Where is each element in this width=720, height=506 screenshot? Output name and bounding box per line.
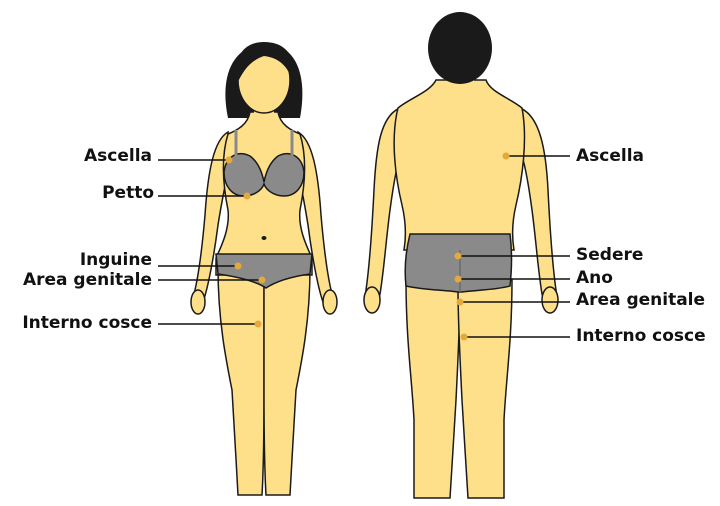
- male-right-hand: [542, 287, 558, 313]
- female-torso: [216, 112, 312, 275]
- male-left-leg: [406, 280, 460, 498]
- male-head: [428, 12, 492, 84]
- male-right-leg: [458, 280, 512, 498]
- female-petto-dot: [244, 193, 251, 200]
- female-figure: [191, 42, 337, 495]
- male-label-area-genitale: Area genitale: [576, 290, 705, 310]
- female-label-inguine: Inguine: [80, 250, 152, 270]
- female-inguine-dot: [235, 263, 242, 270]
- female-ascella-dot: [226, 157, 233, 164]
- male-ascella-dot: [503, 153, 510, 160]
- male-left-hand: [364, 287, 380, 313]
- male-label-ascella: Ascella: [576, 146, 644, 166]
- male-right-arm: [520, 108, 556, 303]
- female-interno-cosce-dot: [255, 321, 262, 328]
- male-label-sedere: Sedere: [576, 245, 643, 265]
- male-area-genitale-dot: [457, 299, 464, 306]
- male-interno-cosce-dot: [461, 334, 468, 341]
- female-label-petto: Petto: [102, 183, 154, 203]
- female-left-leg: [218, 268, 264, 495]
- female-area-genitale-dot: [259, 277, 266, 284]
- female-label-ascella: Ascella: [84, 146, 152, 166]
- female-right-hand: [323, 290, 337, 314]
- male-sedere-dot: [455, 253, 462, 260]
- male-label-ano: Ano: [576, 268, 613, 288]
- male-torso: [394, 80, 524, 250]
- male-label-interno-cosce: Interno cosce: [576, 326, 706, 346]
- female-label-area-genitale: Area genitale: [23, 270, 152, 290]
- female-navel: [262, 236, 267, 240]
- male-underwear: [405, 234, 511, 292]
- female-right-leg: [264, 268, 310, 495]
- female-label-interno-cosce: Interno cosce: [22, 313, 152, 333]
- female-left-hand: [191, 290, 205, 314]
- male-ano-dot: [455, 276, 462, 283]
